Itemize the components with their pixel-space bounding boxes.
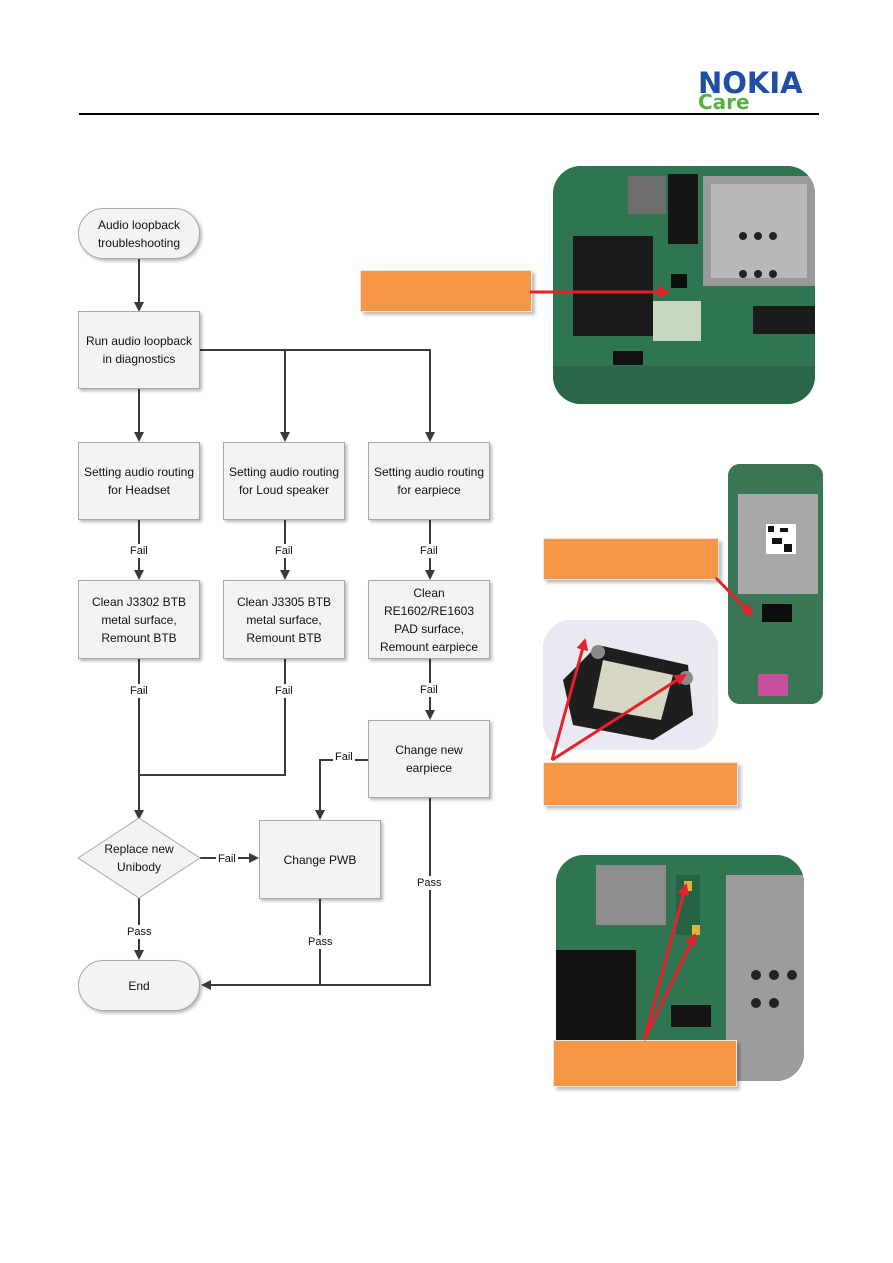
pcb-photo-side [728, 464, 823, 704]
change-pwb-box: Change PWB [259, 820, 381, 899]
fail-label: Fail [128, 544, 150, 558]
fail-label: Fail [333, 750, 355, 764]
end-terminal: End [78, 960, 200, 1011]
pcb-side-image [728, 464, 823, 704]
header-divider [79, 113, 819, 115]
clean-re-pad-box: Clean RE1602/RE1603 PAD surface, Remount… [368, 580, 490, 659]
pointer-arrow-icon [551, 673, 687, 762]
pointer-arrow-icon [550, 638, 589, 761]
earpiece-routing-box: Setting audio routing for earpiece [368, 442, 490, 520]
pass-label: Pass [125, 925, 154, 939]
run-loopback-box: Run audio loopback in diagnostics [78, 311, 200, 389]
pcb-board-image [553, 166, 815, 404]
callout-pads [553, 1040, 737, 1087]
fail-label: Fail [128, 684, 150, 698]
change-earpiece-box: Change new earpiece [368, 720, 490, 798]
fail-label: Fail [216, 852, 238, 866]
fail-label: Fail [418, 683, 440, 697]
pcb-photo-connector [553, 166, 815, 404]
pointer-arrow-icon [714, 576, 754, 617]
pass-label: Pass [415, 876, 444, 890]
loudspeaker-routing-box: Setting audio routing for Loud speaker [223, 442, 345, 520]
callout-j3305 [543, 538, 719, 580]
earpiece-image [543, 620, 718, 750]
fail-label: Fail [418, 544, 440, 558]
callout-earpiece-pads [543, 762, 738, 806]
pass-label: Pass [306, 935, 335, 949]
care-logo-wordmark: Care [698, 90, 750, 114]
fail-label: Fail [273, 544, 295, 558]
replace-unibody-label: Replace new Unibody [104, 842, 174, 874]
clean-j3305-box: Clean J3305 BTB metal surface, Remount B… [223, 580, 345, 659]
nokia-logo-wordmark: NOKIA [698, 66, 803, 100]
headset-routing-box: Setting audio routing for Headset [78, 442, 200, 520]
start-terminal: Audio loopback troubleshooting [78, 208, 200, 259]
fail-label: Fail [273, 684, 295, 698]
pointer-arrow-icon [642, 933, 697, 1041]
edge-run-earpiece [200, 349, 435, 442]
pointer-arrow-icon [642, 883, 690, 1041]
callout-j3302 [360, 270, 532, 312]
decision-diamond [77, 817, 201, 899]
edge-earpiece-end [201, 798, 431, 990]
clean-j3302-box: Clean J3302 BTB metal surface, Remount B… [78, 580, 200, 659]
